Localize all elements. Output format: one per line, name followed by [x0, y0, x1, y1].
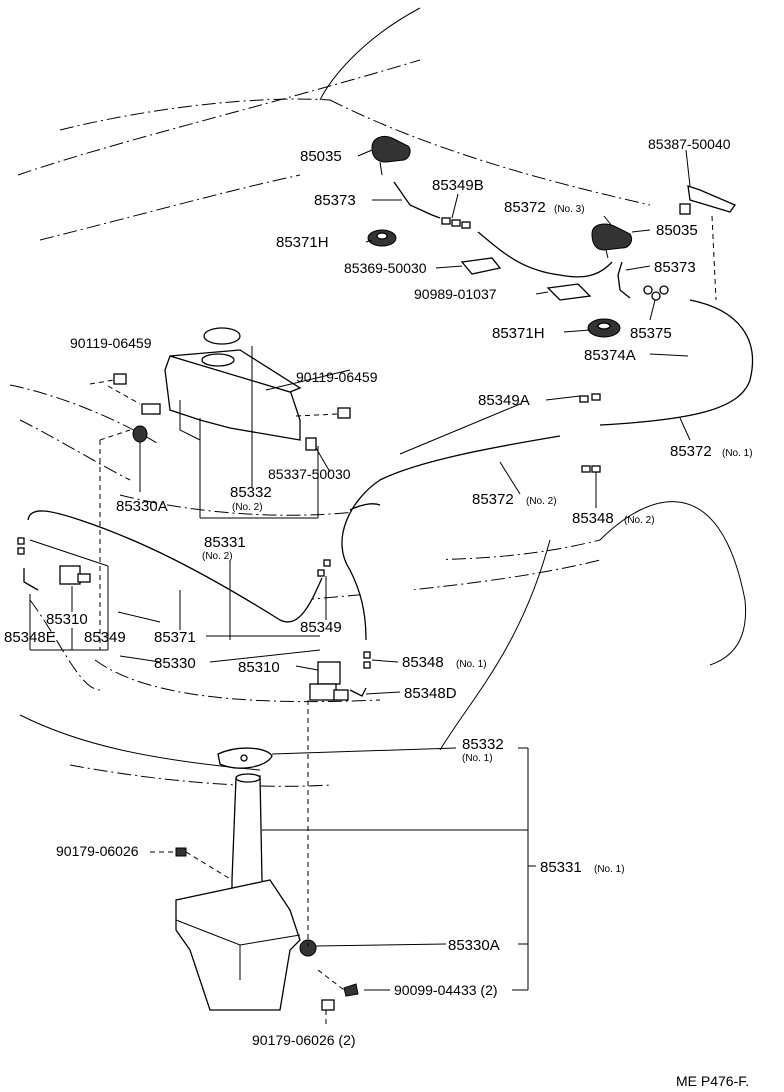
- hose-85348d: [349, 687, 367, 697]
- label-85387: 85387-50040: [648, 136, 731, 152]
- hose-85372-no3: [477, 231, 613, 278]
- hose-85373-left: [393, 181, 441, 219]
- grommet-85371h-left: [367, 229, 397, 247]
- leader-lines: [29, 149, 717, 1026]
- note-no2-d: (No. 2): [202, 551, 233, 562]
- label-85348-no2: 85348: [572, 510, 614, 527]
- nozzle-85035-left: [371, 135, 411, 176]
- label-85035-left: 85035: [300, 148, 342, 165]
- joints-85349-right: [317, 559, 331, 577]
- label-85349-right: 85349: [300, 619, 342, 636]
- joints-85349b: [441, 217, 471, 229]
- pump-85310-center: [309, 661, 349, 701]
- label-85371h-left: 85371H: [276, 234, 329, 251]
- label-85372-no1: 85372: [670, 443, 712, 460]
- reservoir-no1: [175, 773, 301, 1011]
- label-85332-no2: 85332: [230, 484, 272, 501]
- label-85375: 85375: [630, 325, 672, 342]
- nozzle-85035-right: [591, 223, 633, 259]
- label-85349-left: 85349: [84, 629, 126, 646]
- label-85369: 85369-50030: [344, 260, 427, 276]
- label-85337: 85337-50030: [268, 466, 351, 482]
- label-85310-left: 85310: [46, 611, 88, 628]
- joints-85349a: [579, 393, 601, 403]
- label-85349b: 85349B: [432, 177, 484, 194]
- bolt-90119-right: [337, 407, 351, 419]
- bolt-90099: [343, 983, 359, 997]
- label-85372-no3: 85372: [504, 199, 546, 216]
- note-no1-a: (No. 1): [722, 448, 753, 459]
- bracket-85387: [679, 185, 736, 215]
- hose-85372-no1: [599, 299, 754, 426]
- grommet-85330a-top: [132, 425, 148, 443]
- hose-branch: [349, 503, 381, 511]
- label-85348e: 85348E: [4, 629, 56, 646]
- joint-85348-no1: [363, 651, 371, 669]
- label-85348-no1: 85348: [402, 654, 444, 671]
- grommet-85371h-right: [587, 318, 621, 338]
- label-85330a-top: 85330A: [116, 498, 168, 515]
- nut-90179-top: [175, 847, 187, 857]
- clip-85337: [305, 437, 317, 451]
- hose-85372-no2: [341, 435, 561, 641]
- grommet-85330a-bottom: [299, 939, 317, 957]
- nut-90179-bottom: [321, 999, 335, 1011]
- label-85371h-right: 85371H: [492, 325, 545, 342]
- clip-85375: [643, 285, 669, 301]
- label-85332-no1: 85332: [462, 736, 504, 753]
- cap-85332-no1: [217, 747, 273, 769]
- label-85373-left: 85373: [314, 192, 356, 209]
- note-no1-b: (No. 1): [456, 659, 487, 670]
- note-no1-c: (No. 1): [462, 753, 493, 764]
- note-no2-c: (No. 2): [624, 515, 655, 526]
- clip-90989: [546, 283, 592, 301]
- hose-85348e: [23, 568, 39, 591]
- hose-85373-right: [617, 261, 631, 299]
- label-85349a: 85349A: [478, 392, 530, 409]
- label-90119-right: 90119-06459: [296, 369, 378, 385]
- label-85330a-bottom: 85330A: [448, 937, 500, 954]
- label-90099: 90099-04433 (2): [394, 982, 498, 998]
- label-90989: 90989-01037: [414, 286, 497, 302]
- note-no1-d: (No. 1): [594, 864, 625, 875]
- label-85330: 85330: [154, 655, 196, 672]
- label-90179-top: 90179-06026: [56, 843, 139, 859]
- label-85331-no1: 85331: [540, 859, 582, 876]
- label-85035-right: 85035: [656, 222, 698, 239]
- part-labels: 85035 85373 85349B 85371H 85369-50030 90…: [4, 136, 753, 1089]
- hose-85371: [27, 510, 323, 623]
- label-85372-no2: 85372: [472, 491, 514, 508]
- clip-85369: [460, 257, 502, 275]
- bolt-90119-left: [113, 373, 127, 385]
- note-no2-b: (No. 2): [526, 496, 557, 507]
- label-85374a: 85374A: [584, 347, 636, 364]
- joint-85348-no2: [581, 465, 601, 473]
- label-85310-center: 85310: [238, 659, 280, 676]
- label-85373-right: 85373: [654, 259, 696, 276]
- cap-85332-no2: [203, 327, 241, 345]
- label-85331-no2: 85331: [204, 534, 246, 551]
- label-85371: 85371: [154, 629, 196, 646]
- note-no2-a: (No. 2): [232, 502, 263, 513]
- label-90119-left: 90119-06459: [70, 335, 152, 351]
- label-90179-bottom: 90179-06026 (2): [252, 1032, 356, 1048]
- joints-85349-left: [17, 537, 25, 555]
- diagram-reference: ME P476-F.: [676, 1073, 749, 1089]
- note-no3: (No. 3): [554, 204, 585, 215]
- pump-85310-left: [59, 565, 91, 585]
- label-85348d: 85348D: [404, 685, 457, 702]
- reservoir-no2: [141, 349, 302, 441]
